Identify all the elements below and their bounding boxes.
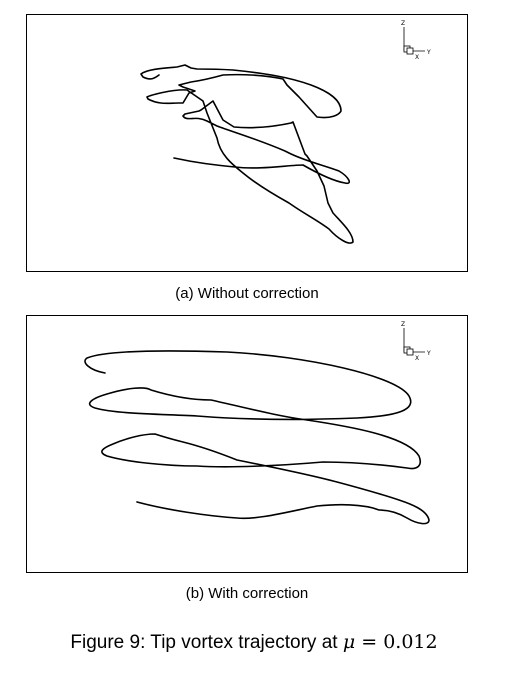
- axis-label-x: X: [415, 54, 419, 61]
- axis-triad-a: [403, 27, 425, 55]
- axis-label-x: X: [415, 355, 419, 362]
- figure-caption: Figure 9: Tip vortex trajectory at μ = 0…: [0, 631, 508, 654]
- subfigure-caption-a: (a) Without correction: [175, 285, 319, 302]
- axis-label-y: Y: [426, 350, 431, 357]
- trajectory-plot-b: Z Y X: [84, 321, 431, 525]
- subfigure-a-plot: Z Y X: [26, 14, 468, 272]
- equals-sign: =: [355, 631, 384, 653]
- subfigure-b-plot: Z Y X: [26, 315, 468, 573]
- mu-symbol: μ: [342, 631, 356, 653]
- subfigure-caption-b: (b) With correction: [185, 585, 309, 602]
- vortex-trajectory-b: [84, 350, 430, 525]
- axis-label-y: Y: [426, 49, 431, 56]
- figure-caption-text: Figure 9: Tip vortex trajectory at: [70, 632, 343, 653]
- axis-label-z: Z: [401, 20, 405, 27]
- trajectory-plot-a: Z Y X: [140, 20, 431, 244]
- vortex-trajectory-a: [140, 64, 354, 244]
- advance-ratio-value: 0.012: [383, 631, 438, 653]
- axis-label-z: Z: [401, 321, 405, 328]
- axis-triad-b: [403, 328, 425, 356]
